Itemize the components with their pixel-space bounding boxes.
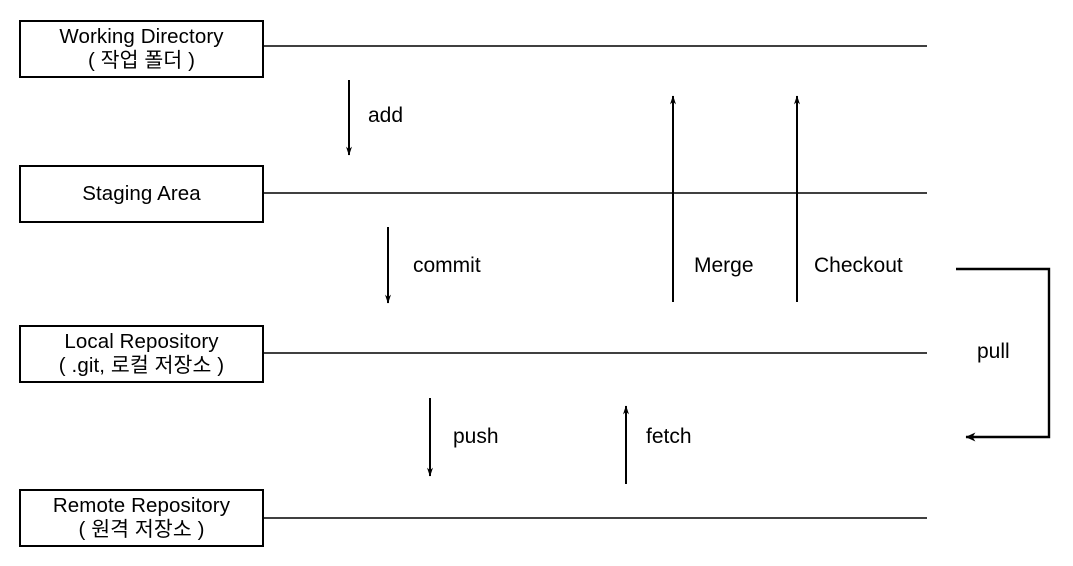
node-working-directory[interactable]: Working Directory ( 작업 폴더 ) [19,20,264,78]
node-local-repository[interactable]: Local Repository ( .git, 로컬 저장소 ) [19,325,264,383]
edge-label-fetch: fetch [646,425,692,448]
edge-label-push: push [453,425,499,448]
node-remote-repository-subtitle: ( 원격 저장소 ) [78,518,205,541]
edge-label-checkout: Checkout [814,254,903,277]
lifelines [264,45,927,519]
edge-label-merge: Merge [694,254,754,277]
edge-label-commit: commit [413,254,481,277]
pull-arrow [956,267,1051,442]
edge-label-pull: pull [977,340,1010,363]
node-working-directory-title: Working Directory [59,24,224,48]
edge-arrows [346,80,1051,484]
node-remote-repository[interactable]: Remote Repository ( 원격 저장소 ) [19,489,264,547]
node-staging-area[interactable]: Staging Area [19,165,264,223]
node-staging-area-title: Staging Area [82,181,201,205]
node-local-repository-subtitle: ( .git, 로컬 저장소 ) [58,354,225,377]
node-working-directory-subtitle: ( 작업 폴더 ) [87,49,196,72]
node-remote-repository-title: Remote Repository [52,493,231,517]
edge-label-add: add [368,104,404,127]
node-local-repository-title: Local Repository [64,329,219,353]
